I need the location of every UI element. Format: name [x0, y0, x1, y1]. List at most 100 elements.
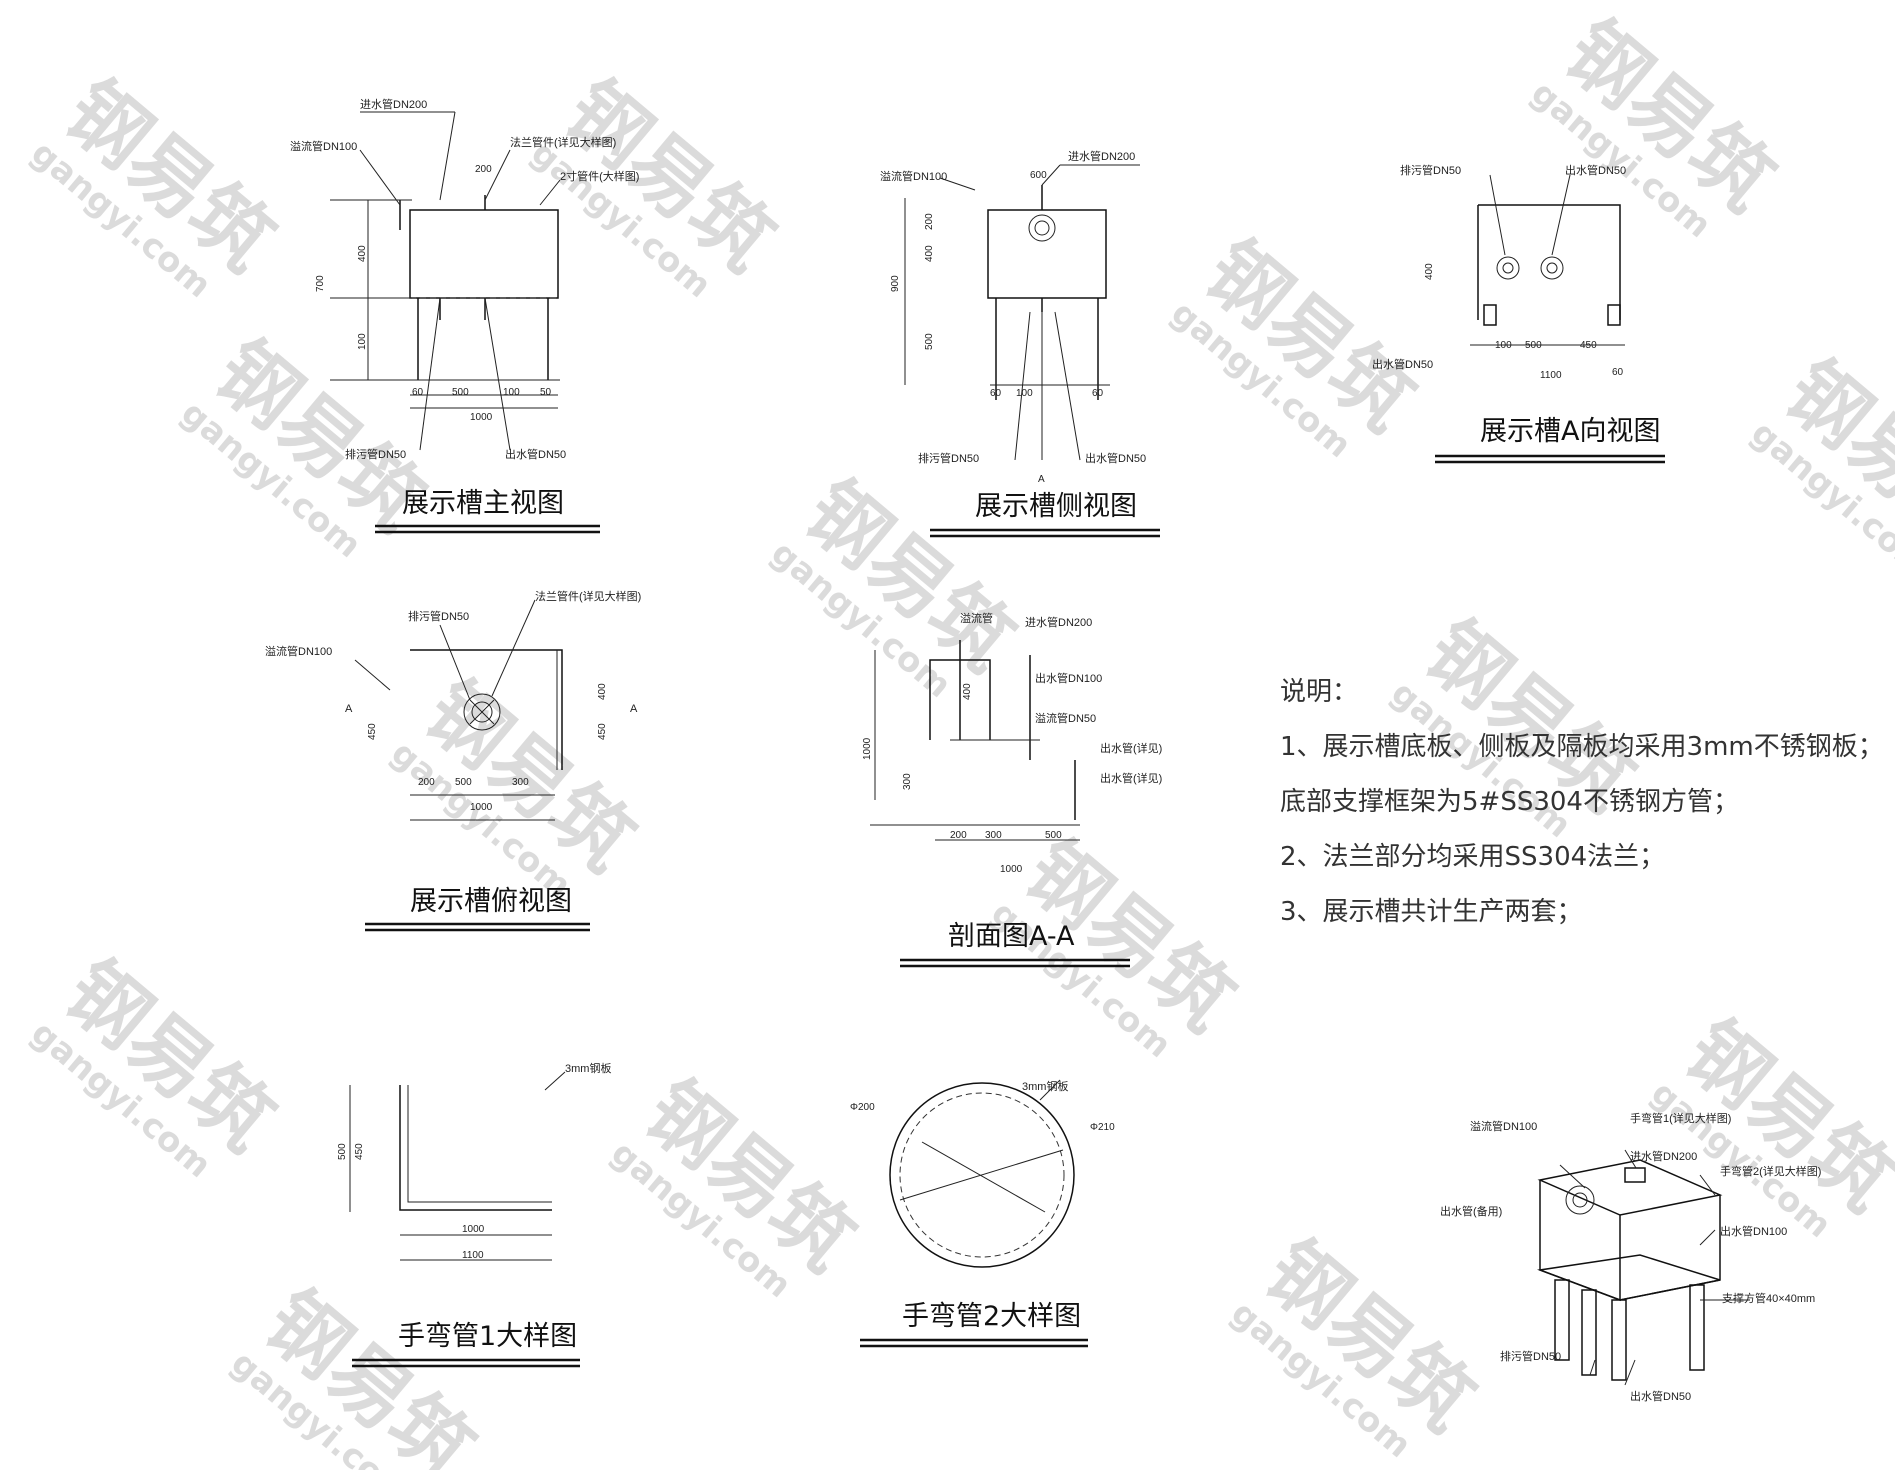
section-label-b: 进水管DN200 — [1025, 615, 1092, 629]
iso-label-g: 支撑方管40×40mm — [1722, 1291, 1815, 1305]
svg-text:500: 500 — [452, 387, 469, 398]
side-view-title: 展示槽侧视图 — [975, 491, 1137, 522]
front-view-tank — [409, 209, 559, 299]
svg-text:500: 500 — [1045, 830, 1062, 841]
svg-text:300: 300 — [512, 777, 529, 788]
front-label-pipe-top: 2寸管件(大样图) — [560, 169, 639, 183]
svg-text:200: 200 — [950, 830, 967, 841]
detail1-title: 手弯管1大样图 — [398, 1321, 577, 1352]
a-view-label-a: 排污管DN50 — [1400, 163, 1461, 177]
section-title: 剖面图A-A — [948, 921, 1075, 952]
a-view-label-c: 出水管DN50 — [1372, 357, 1433, 371]
detail2-label-a: 3mm钢板 — [1022, 1079, 1068, 1093]
iso-label-i: 出水管DN50 — [1630, 1389, 1691, 1403]
svg-text:450: 450 — [597, 723, 608, 740]
side-label-waste: 排污管DN50 — [918, 451, 979, 465]
top-label-a: 溢流管DN100 — [265, 644, 332, 658]
front-label-waste: 排污管DN50 — [345, 447, 406, 461]
svg-text:400: 400 — [357, 245, 368, 262]
notes-line-1: 1、展示槽底板、侧板及隔板均采用3mm不锈钢板； — [1280, 732, 1884, 762]
svg-text:1000: 1000 — [462, 1224, 485, 1235]
svg-text:60: 60 — [412, 387, 424, 398]
top-mark-right: A — [630, 703, 638, 715]
front-label-drain: 溢流管DN100 — [290, 139, 357, 153]
svg-text:450: 450 — [1580, 340, 1597, 351]
detail1-label-a: 3mm钢板 — [565, 1061, 611, 1075]
top-view-title: 展示槽俯视图 — [410, 886, 572, 917]
svg-text:60: 60 — [990, 388, 1002, 399]
svg-text:1000: 1000 — [470, 412, 493, 423]
section-label-f: 出水管(详见) — [1100, 771, 1162, 785]
section-a-a: 溢流管 进水管DN200 出水管DN100 溢流管DN50 出水管(详见) 出水… — [862, 611, 1162, 968]
iso-label-d: 手弯管2(详见大样图) — [1720, 1164, 1821, 1178]
svg-text:Φ200: Φ200 — [850, 1102, 875, 1113]
svg-text:50: 50 — [540, 387, 552, 398]
a-view-label-b: 出水管DN50 — [1565, 163, 1626, 177]
svg-text:300: 300 — [902, 773, 913, 790]
a-direction-view: 排污管DN50 出水管DN50 出水管DN50 100 500 450 1100… — [1372, 163, 1665, 464]
svg-text:1000: 1000 — [862, 737, 873, 760]
svg-text:60: 60 — [1092, 388, 1104, 399]
svg-text:300: 300 — [985, 830, 1002, 841]
svg-text:1100: 1100 — [462, 1250, 484, 1261]
notes-line-2: 底部支撑框架为5#SS304不锈钢方管； — [1280, 787, 1739, 817]
svg-text:100: 100 — [357, 333, 368, 350]
detail-1: 3mm钢板 1000 1100 500 450 手弯管1大样图 — [337, 1061, 611, 1368]
side-view-tank — [987, 209, 1107, 299]
svg-text:100: 100 — [1495, 340, 1512, 351]
front-label-inlet: 进水管DN200 — [360, 97, 427, 111]
svg-text:500: 500 — [924, 333, 935, 350]
notes-heading: 说明： — [1280, 677, 1358, 707]
side-section-mark: A — [1038, 474, 1045, 485]
detail2-title: 手弯管2大样图 — [902, 1301, 1081, 1332]
svg-text:1100: 1100 — [1540, 370, 1562, 381]
section-label-d: 溢流管DN50 — [1035, 711, 1096, 725]
section-label-a: 溢流管 — [960, 611, 993, 625]
svg-text:200: 200 — [418, 777, 435, 788]
front-label-outlet: 出水管DN50 — [505, 447, 566, 461]
front-view: 进水管DN200 溢流管DN100 法兰管件(详见大样图) 2寸管件(大样图) … — [290, 97, 639, 534]
svg-text:700: 700 — [315, 275, 326, 292]
section-label-e: 出水管(详见) — [1100, 741, 1162, 755]
svg-text:500: 500 — [455, 777, 472, 788]
iso-label-c: 手弯管1(详见大样图) — [1630, 1111, 1731, 1125]
top-mark-left: A — [345, 703, 353, 715]
svg-text:Φ210: Φ210 — [1090, 1122, 1115, 1133]
svg-text:100: 100 — [503, 387, 520, 398]
side-label-inlet: 进水管DN200 — [1068, 149, 1135, 163]
svg-text:200: 200 — [475, 164, 492, 175]
svg-text:450: 450 — [354, 1143, 365, 1160]
notes-line-4: 3、展示槽共计生产两套； — [1280, 897, 1583, 927]
top-label-c: 法兰管件(详见大样图) — [535, 589, 641, 603]
svg-text:900: 900 — [890, 275, 901, 292]
svg-text:100: 100 — [1016, 388, 1033, 399]
notes-line-3: 2、法兰部分均采用SS304法兰； — [1280, 842, 1665, 872]
front-label-flange: 法兰管件(详见大样图) — [510, 135, 616, 149]
svg-text:1000: 1000 — [1000, 864, 1023, 875]
svg-text:500: 500 — [1525, 340, 1542, 351]
iso-label-h: 排污管DN50 — [1500, 1349, 1561, 1363]
top-label-b: 排污管DN50 — [408, 609, 469, 623]
svg-text:500: 500 — [337, 1143, 348, 1160]
svg-text:60: 60 — [1612, 367, 1624, 378]
detail-2: 3mm钢板 Φ200 Φ210 手弯管2大样图 — [850, 1079, 1115, 1348]
iso-label-a: 溢流管DN100 — [1470, 1119, 1537, 1133]
side-label-drain: 溢流管DN100 — [880, 169, 947, 183]
section-label-c: 出水管DN100 — [1035, 671, 1102, 685]
svg-text:400: 400 — [924, 245, 935, 262]
notes-block: 说明： 1、展示槽底板、侧板及隔板均采用3mm不锈钢板； 底部支撑框架为5#SS… — [1280, 677, 1884, 927]
svg-text:450: 450 — [367, 723, 378, 740]
svg-text:400: 400 — [962, 683, 973, 700]
isometric-view: 溢流管DN100 进水管DN200 手弯管1(详见大样图) 手弯管2(详见大样图… — [1440, 1111, 1821, 1403]
svg-text:400: 400 — [1424, 263, 1435, 280]
iso-label-e: 出水管(备用) — [1440, 1204, 1502, 1218]
iso-label-b: 进水管DN200 — [1630, 1149, 1697, 1163]
svg-text:600: 600 — [1030, 170, 1047, 181]
iso-label-f: 出水管DN100 — [1720, 1224, 1787, 1238]
a-view-title: 展示槽A向视图 — [1480, 416, 1660, 447]
svg-text:200: 200 — [924, 213, 935, 230]
side-label-outlet: 出水管DN50 — [1085, 451, 1146, 465]
side-view: 溢流管DN100 进水管DN200 排污管DN50 出水管DN50 A 600 … — [880, 149, 1160, 538]
